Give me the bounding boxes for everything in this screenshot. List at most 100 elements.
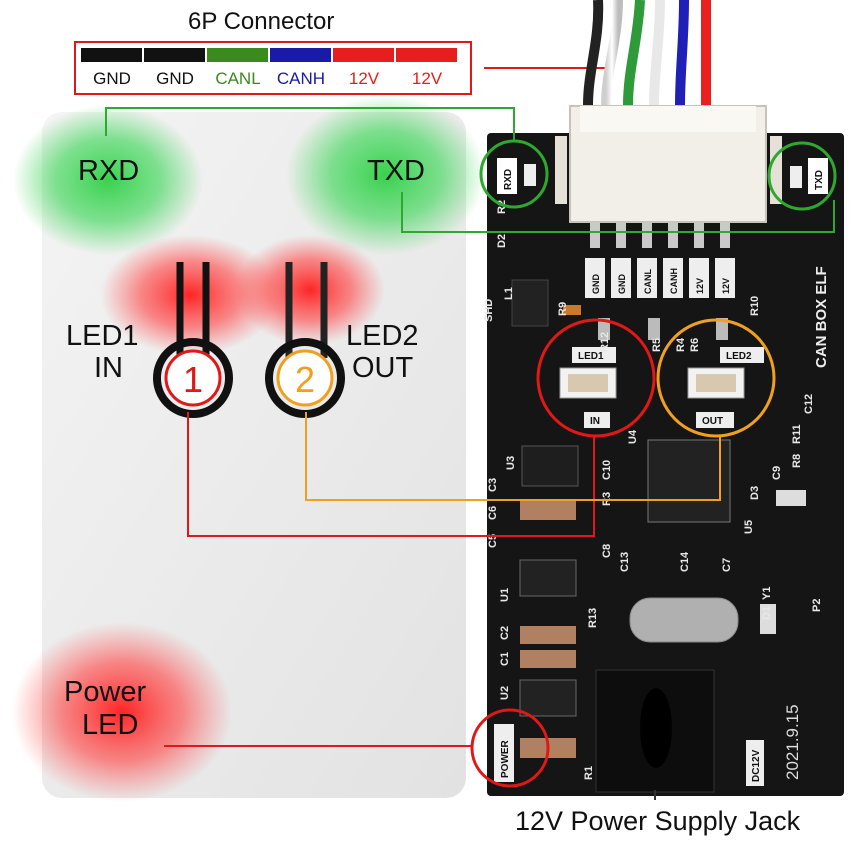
led-glow-red-led1 <box>100 235 280 355</box>
dc-silk-label: DC12V <box>751 749 762 782</box>
led-glow-red-led2 <box>235 235 385 345</box>
pin-label: GND <box>591 274 601 295</box>
jst-pin <box>642 222 652 248</box>
led-glow-green-rxd <box>13 105 203 255</box>
pin-label: GND <box>617 274 627 295</box>
silk-ref: C14 <box>679 551 691 572</box>
wire-label: GND <box>156 69 194 88</box>
silk-ref: R8 <box>791 454 803 468</box>
wire-color-bar <box>333 48 394 62</box>
wire-label: GND <box>93 69 131 88</box>
out-silk-box <box>696 412 734 428</box>
silk-ref: R6 <box>689 338 701 352</box>
connector-title: 6P Connector <box>188 8 335 35</box>
power-highlight-circle <box>470 708 550 788</box>
txd-label: TXD <box>367 155 425 187</box>
rxd-leader-line <box>105 107 515 141</box>
wire-color-bar <box>144 48 205 62</box>
light-pipe-led1 <box>153 262 233 418</box>
led2-silk-label: LED2 <box>726 351 752 362</box>
silk-ref: C1 <box>499 652 511 666</box>
in-silk-label: IN <box>590 416 600 427</box>
silk-ref: C2 <box>499 626 511 640</box>
rxd-label: RXD <box>78 155 140 187</box>
silk-ref: U1 <box>499 588 511 602</box>
led1-number: 1 <box>183 359 203 400</box>
silk-ref: U4 <box>627 429 639 444</box>
wire-label: CANL <box>215 69 261 88</box>
led1-highlight-circle <box>536 318 656 438</box>
silk-ref: C13 <box>619 552 631 572</box>
rxd-silk-box <box>497 158 517 194</box>
silk-ref: L1 <box>503 287 515 300</box>
pin-label: CANH <box>669 268 679 294</box>
led-glow-green-txd <box>286 95 486 255</box>
power-silk-label: POWER <box>500 739 511 778</box>
led1-label-line1: LED1 <box>66 320 139 352</box>
led1-silk-label: LED1 <box>578 351 604 362</box>
silk-ref: D1 <box>761 606 773 620</box>
silk-ref: R10 <box>749 296 761 316</box>
led-glow-red-power <box>12 622 232 802</box>
silk-ref: R1 <box>583 766 595 780</box>
wire-label: CANH <box>276 69 326 88</box>
power-silk-box <box>494 724 514 782</box>
led2-leader-line <box>305 412 721 501</box>
silk-ref: D3 <box>749 486 761 500</box>
silk-ref: C3 <box>487 478 499 492</box>
jst-pin <box>668 222 678 248</box>
cable-wires <box>583 0 711 106</box>
silk-ref: R13 <box>587 608 599 628</box>
led2-label-line2: OUT <box>352 352 414 384</box>
pcb-components <box>511 279 806 793</box>
silk-ref: Y1 <box>761 587 773 600</box>
silk-ref: C9 <box>771 466 783 480</box>
txd-leader-line <box>401 192 835 233</box>
crystal-icon <box>629 597 739 643</box>
pin-label: 12V <box>721 278 731 294</box>
silk-ref: C10 <box>601 460 613 480</box>
led2-highlight-circle <box>656 318 776 438</box>
wire-color-bar <box>270 48 331 62</box>
rxd-led-smd <box>524 164 536 186</box>
wire-label: 12V <box>411 69 443 88</box>
silk-ref: R5 <box>651 338 663 352</box>
pin-label-box <box>585 258 605 298</box>
jst-pin <box>616 222 626 248</box>
power-label-line2: LED <box>82 709 139 741</box>
led2-number: 2 <box>295 359 315 400</box>
led2-label-line1: LED2 <box>346 320 419 352</box>
txd-led-smd <box>790 166 802 188</box>
silk-ref: C8 <box>601 544 613 558</box>
jst-pin <box>720 222 730 248</box>
board-name-bg <box>806 232 832 370</box>
silk-ref: C6 <box>487 506 499 520</box>
pin-label-box <box>689 258 709 298</box>
pin-label-box <box>715 258 735 298</box>
silk-ref: P2 <box>811 599 823 612</box>
jst-connector <box>555 105 782 248</box>
pin-label: CANL <box>643 269 653 294</box>
pin-label-box <box>663 258 683 298</box>
rxd-silk-label: RXD <box>503 169 514 190</box>
jst-pin <box>694 222 704 248</box>
led2-silk-box <box>720 347 764 363</box>
pin-label-box <box>637 258 657 298</box>
silk-ref: R3 <box>601 492 613 506</box>
txd-silk-label: TXD <box>814 170 825 190</box>
wire-label: 12V <box>348 69 380 88</box>
silk-ref: U3 <box>505 456 517 470</box>
silk-ref: R4 <box>675 337 687 352</box>
pin-label-box <box>611 258 631 298</box>
board-date: 2021.9.15 <box>783 704 802 780</box>
txd-highlight-circle <box>767 141 837 211</box>
dc-silk-box <box>746 740 764 786</box>
wire-color-bar <box>81 48 142 62</box>
silk-ref: R9 <box>557 302 569 316</box>
jst-pin <box>590 222 600 248</box>
silk-ref: R11 <box>791 424 803 444</box>
silk-ref: C7 <box>721 558 733 572</box>
